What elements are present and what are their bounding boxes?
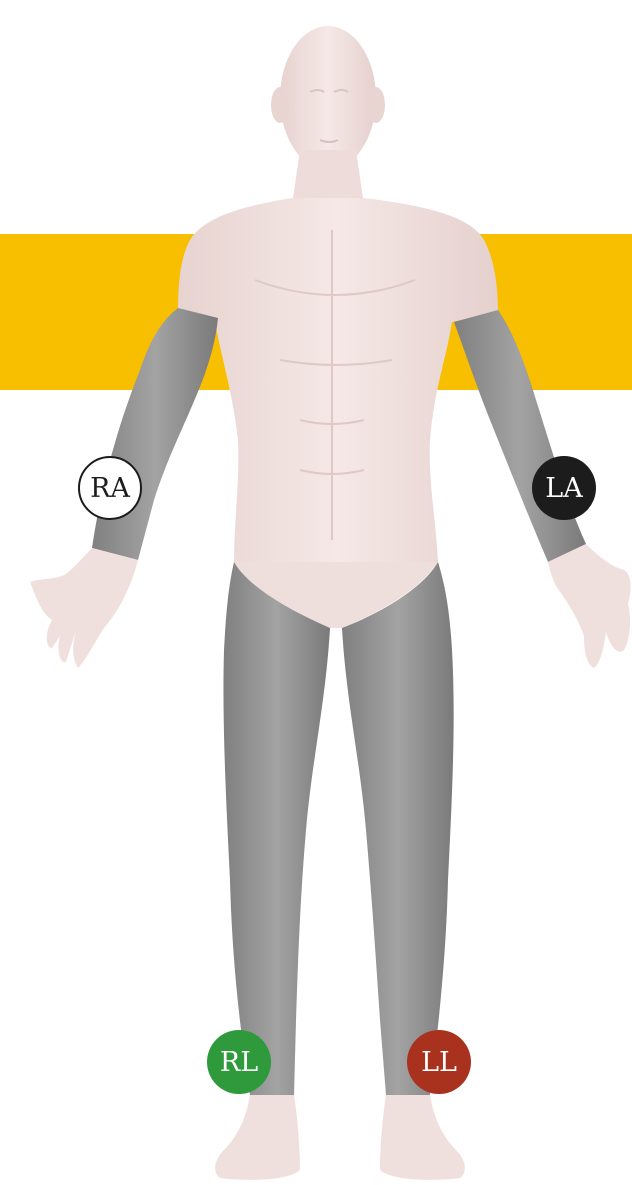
electrode-ra-label: RA [90,473,130,504]
right-foot [215,1095,300,1180]
electrode-ll-label: LL [421,1047,457,1078]
neck [292,150,364,205]
left-foot [380,1095,465,1180]
right-leg [223,562,330,1095]
head [271,26,385,170]
right-hand [30,548,138,668]
electrode-ll[interactable]: LL [407,1030,471,1094]
left-hand [548,544,631,668]
electrode-rl[interactable]: RL [207,1030,271,1094]
left-leg [342,562,454,1095]
electrode-la[interactable]: LA [532,456,596,520]
electrode-ra[interactable]: RA [78,456,142,520]
electrode-rl-label: RL [220,1047,258,1078]
electrode-la-label: LA [545,473,582,504]
